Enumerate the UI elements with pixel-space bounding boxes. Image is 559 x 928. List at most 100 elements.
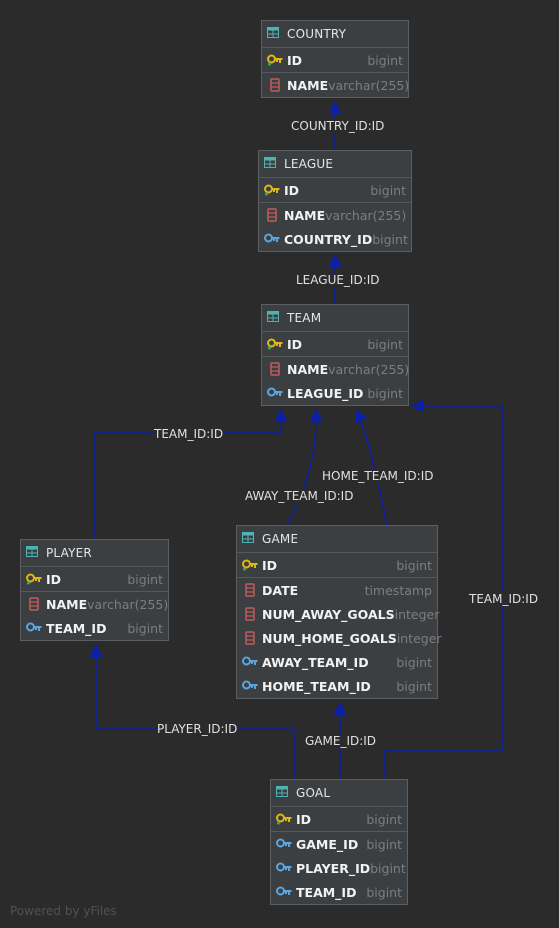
column-row[interactable]: DATE timestamp [237, 578, 437, 602]
foreign-key-icon [267, 385, 283, 401]
table-name: PLAYER [46, 546, 92, 560]
separator [262, 356, 408, 357]
column-type: bigint [367, 52, 403, 68]
table-header[interactable]: PLAYER [21, 540, 168, 567]
column-name: COUNTRY_ID [284, 231, 373, 247]
column-row[interactable]: TEAM_ID bigint [21, 616, 168, 640]
column-name: ID [262, 557, 278, 573]
column-name: NUM_HOME_GOALS [262, 630, 397, 646]
edge-game-away-team [286, 408, 324, 526]
column-type: timestamp [364, 582, 432, 598]
column-type: bigint [367, 336, 403, 352]
table-icon [242, 532, 254, 546]
column-name: NAME [284, 207, 326, 223]
column-name: PLAYER_ID [296, 860, 371, 876]
column-name: NAME [287, 77, 329, 93]
foreign-key-icon [264, 231, 280, 247]
column-row[interactable]: TEAM_ID bigint [271, 880, 407, 904]
column-name: DATE [262, 582, 299, 598]
foreign-key-icon [276, 884, 292, 900]
column-row[interactable]: AWAY_TEAM_ID bigint [237, 650, 437, 674]
table-header[interactable]: COUNTRY [262, 21, 408, 48]
column-type: bigint [127, 620, 163, 636]
column-type: varchar(255) [87, 596, 169, 612]
column-icon [242, 606, 258, 622]
table-name: LEAGUE [284, 157, 334, 171]
column-name: NAME [46, 596, 88, 612]
column-type: bigint [396, 557, 432, 573]
primary-key-icon [276, 811, 292, 827]
column-type: bigint [366, 811, 402, 827]
column-type: bigint [370, 860, 406, 876]
column-type: bigint [396, 654, 432, 670]
table-header[interactable]: TEAM [262, 305, 408, 332]
column-type: bigint [366, 836, 402, 852]
column-type: varchar(255) [328, 361, 410, 377]
table-header[interactable]: GOAL [271, 780, 407, 807]
column-row[interactable]: ID bigint [237, 553, 437, 577]
table-icon [276, 786, 288, 800]
table-name: GOAL [296, 786, 331, 800]
column-name: AWAY_TEAM_ID [262, 654, 369, 670]
column-icon [267, 361, 283, 377]
column-icon [267, 77, 283, 93]
edge-label-player-team: TEAM_ID:ID [153, 427, 225, 441]
column-name: ID [287, 336, 303, 352]
table-header[interactable]: LEAGUE [259, 151, 411, 178]
column-type: integer [396, 630, 442, 646]
primary-key-icon [267, 52, 283, 68]
column-name: HOME_TEAM_ID [262, 678, 371, 694]
edge-label-game-away-team: AWAY_TEAM_ID:ID [244, 489, 355, 503]
table-icon [267, 311, 279, 325]
edge-label-game-home-team: HOME_TEAM_ID:ID [321, 469, 435, 483]
table-header[interactable]: GAME [237, 526, 437, 553]
table-icon [267, 27, 279, 41]
column-type: bigint [372, 231, 408, 247]
primary-key-icon [26, 571, 42, 587]
column-row[interactable]: ID bigint [262, 332, 408, 356]
foreign-key-icon [26, 620, 42, 636]
watermark: Powered by yFiles [10, 904, 117, 918]
column-name: ID [46, 571, 62, 587]
column-name: NUM_AWAY_GOALS [262, 606, 395, 622]
foreign-key-icon [242, 654, 258, 670]
foreign-key-icon [276, 836, 292, 852]
separator [21, 591, 168, 592]
primary-key-icon [264, 182, 280, 198]
column-name: TEAM_ID [46, 620, 107, 636]
table-icon [26, 546, 38, 560]
edge-goal-team [384, 399, 504, 779]
table-name: GAME [262, 532, 299, 546]
column-type: varchar(255) [328, 77, 410, 93]
column-name: TEAM_ID [296, 884, 357, 900]
foreign-key-icon [242, 678, 258, 694]
edge-label-league-country: COUNTRY_ID:ID [290, 119, 386, 133]
edge-label-goal-team: TEAM_ID:ID [468, 592, 540, 606]
column-type: bigint [366, 884, 402, 900]
edge-game-home-team [355, 408, 388, 526]
column-name: ID [284, 182, 300, 198]
table-name: TEAM [287, 311, 322, 325]
edge-label-team-league: LEAGUE_ID:ID [295, 273, 381, 287]
